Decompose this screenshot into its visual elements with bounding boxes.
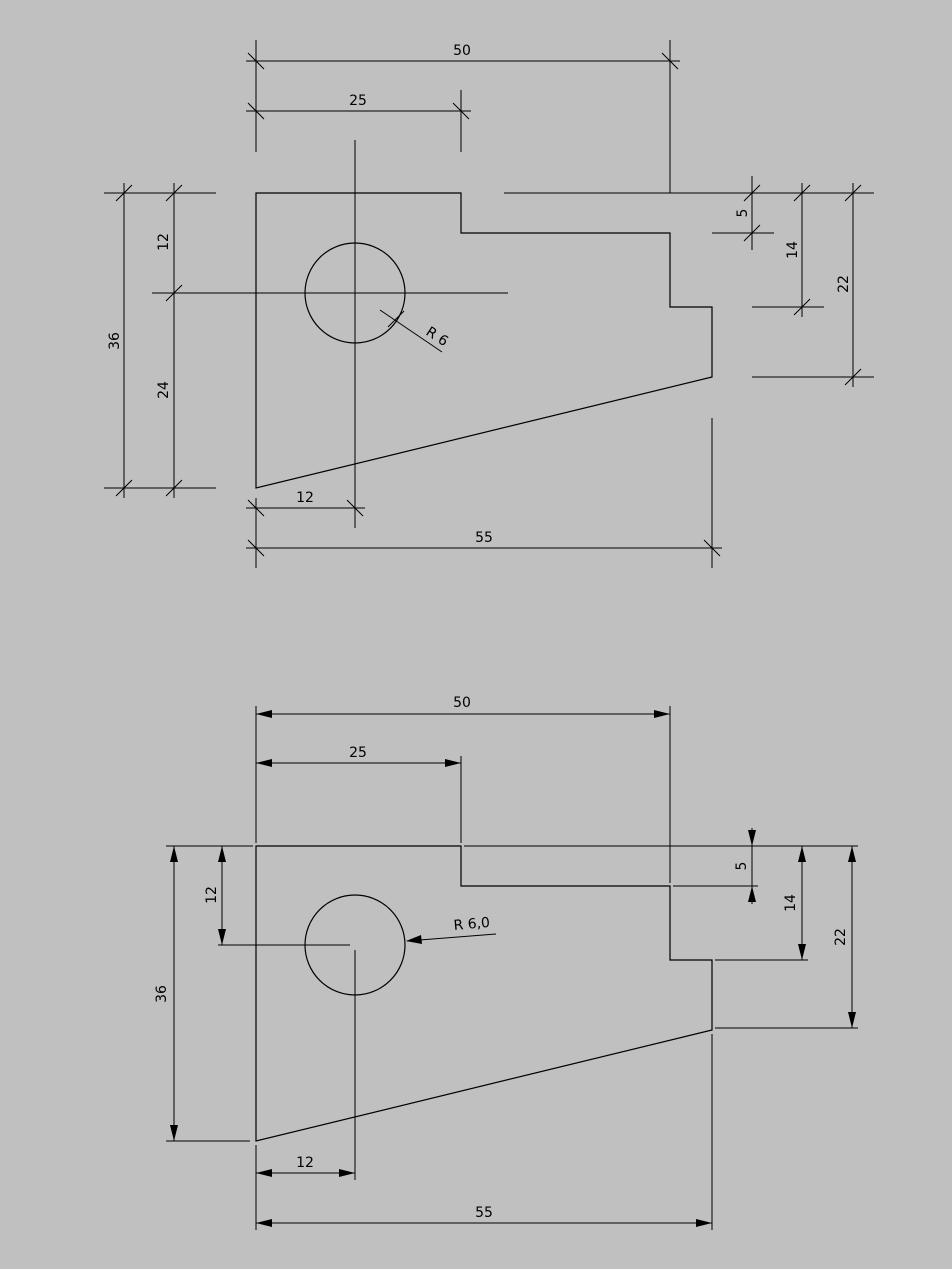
dim-label-radius: R 6 [423,324,451,350]
dimension-22-top: 22 [836,183,862,387]
dim-label-14: 14 [785,241,801,259]
dim-label-55: 55 [475,530,493,546]
extension-lines-bottom [166,706,858,1230]
dimension-50-top: 50 [246,43,680,70]
dim-label-25: 25 [349,93,367,109]
dim-label-12-horizontal: 12 [296,490,314,506]
dimension-55-top: 55 [246,530,722,557]
dimension-radius-top: R 6 [379,309,451,353]
dim-label-radius: R 6,0 [453,915,491,934]
drawing-top: 50 25 36 12 24 R 6 [104,40,874,568]
dim-label-12-vertical: 12 [156,233,172,251]
dimension-radius-bottom: R 6,0 [406,915,497,944]
dim-label-25: 25 [349,745,367,761]
dimension-25-bottom: 25 [256,745,461,767]
dimension-5-top: 5 [735,176,761,250]
dimension-36-bottom: 36 [154,846,178,1141]
extension-lines-top [104,40,874,568]
dim-label-55: 55 [475,1205,493,1221]
dimension-25-top: 25 [246,93,471,120]
dimension-14-bottom: 14 [783,846,806,960]
dim-label-5: 5 [735,209,751,218]
dimension-12-24-top: 12 24 [156,183,183,498]
dim-label-24: 24 [156,381,172,399]
dimension-50-bottom: 50 [256,695,670,718]
dim-label-50: 50 [453,43,471,59]
dim-label-22: 22 [836,275,852,293]
dimension-14-top: 14 [785,183,811,317]
dimension-5-bottom: 5 [734,828,756,904]
dim-label-22: 22 [833,928,849,946]
dimension-36-top: 36 [107,183,133,498]
part-outline-bottom [255,845,713,1142]
dim-label-12-horizontal: 12 [296,1155,314,1171]
dim-label-14: 14 [783,894,799,912]
drawing-bottom: 50 25 36 12 R 6,0 [154,695,858,1230]
dim-label-36: 36 [154,985,170,1003]
dim-label-12-vertical: 12 [204,886,220,904]
dim-label-5: 5 [734,862,750,871]
dim-label-36: 36 [107,332,123,350]
dimension-12-horizontal-top: 12 [246,490,365,517]
part-outline-top [255,192,713,489]
dimension-12-vertical-bottom: 12 [204,846,226,945]
dim-label-50: 50 [453,695,471,711]
dimension-55-bottom: 55 [256,1205,712,1227]
dimension-12-horizontal-bottom: 12 [256,1155,355,1177]
dimension-22-bottom: 22 [833,846,856,1028]
